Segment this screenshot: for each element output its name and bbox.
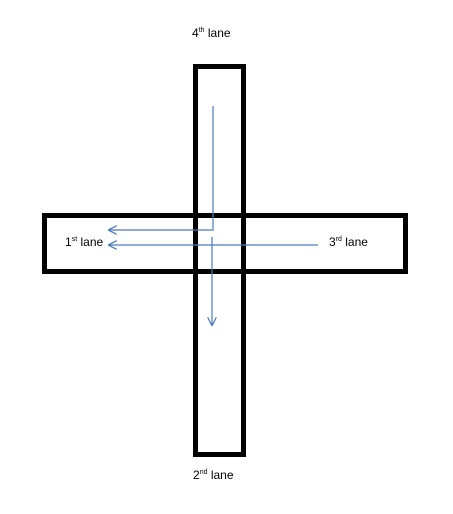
label-fourth-lane: 4th lane bbox=[192, 26, 231, 40]
vertical-road bbox=[193, 64, 246, 457]
label-second-lane: 2nd lane bbox=[193, 468, 234, 482]
label-third-lane: 3rd lane bbox=[329, 235, 368, 249]
label-first-lane: 1st lane bbox=[65, 235, 103, 249]
arrow-fourth-to-first bbox=[109, 106, 214, 230]
